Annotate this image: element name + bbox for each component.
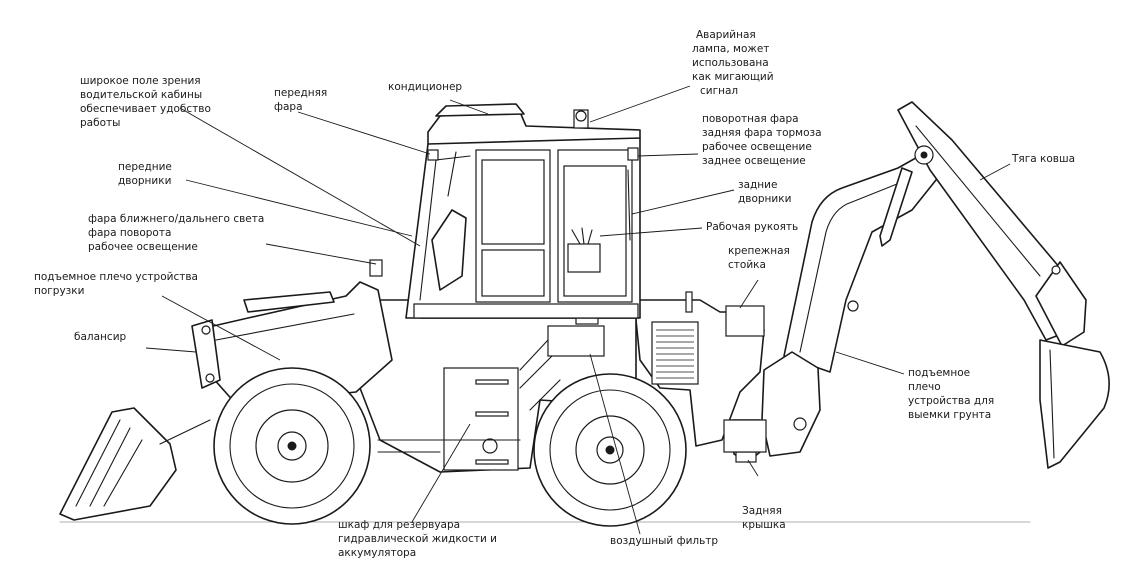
label-air-filter: воздушный фильтр <box>610 535 718 547</box>
label-excavator-arm: подъемное плечо устройства для выемки гр… <box>908 367 998 421</box>
leader-bucket-rod <box>979 163 1011 181</box>
cabin <box>369 103 641 319</box>
door-window-lower <box>481 249 545 297</box>
bucket-link-rod <box>159 419 211 445</box>
boom-inner-line <box>799 181 903 353</box>
loader-arm-inner <box>215 313 355 341</box>
lift-cylinder <box>243 291 335 313</box>
balancer-link <box>191 319 221 389</box>
leader-wide-view <box>179 107 421 247</box>
backhoe-assembly <box>731 101 1110 469</box>
leader-balancer <box>145 347 197 353</box>
rear-lamp-housing <box>627 147 639 161</box>
rear-tire-inner <box>549 389 671 511</box>
label-front-lamp: передняя фара <box>274 87 331 113</box>
leader-front-lamp <box>297 111 431 155</box>
leader-mount-post <box>739 279 759 309</box>
label-balancer: балансир <box>74 331 127 343</box>
front-bucket <box>59 407 177 521</box>
hydraulic-cabinet <box>443 367 519 471</box>
leader-lines <box>145 85 1011 535</box>
swing-pin <box>793 417 807 431</box>
radiator-block <box>651 321 699 385</box>
label-hydraulic-cabinet: шкаф для резервуара гидравлической жидко… <box>338 519 500 559</box>
work-joystick <box>571 227 593 245</box>
leader-emergency <box>589 85 691 123</box>
front-axle <box>287 441 297 451</box>
label-rear-lights: поворотная фара задняя фара тормоза рабо… <box>702 113 825 167</box>
boom-cylinder <box>879 167 913 247</box>
label-rear-wipers: задние дворники <box>738 179 791 205</box>
cabin-roof <box>427 111 641 145</box>
callout-labels: широкое поле зрения водительской кабины … <box>34 29 1075 559</box>
label-mount-post: крепежная стойка <box>728 245 793 271</box>
stabilizer-foot <box>735 451 757 463</box>
leader-front-wipers <box>185 179 413 237</box>
front-tire-inner <box>229 383 355 509</box>
front-lamp-housing <box>427 149 439 161</box>
leader-rear-wipers <box>631 189 735 215</box>
chassis <box>349 299 637 473</box>
backhoe-boom <box>783 149 949 373</box>
balancer-pin-bottom <box>205 373 215 383</box>
leader-excavator-arm <box>835 351 905 375</box>
cabin-floor <box>413 303 639 319</box>
rear-wiper <box>627 169 631 241</box>
door-window-upper <box>481 159 545 245</box>
label-rear-cover: Задняя крышка <box>742 505 786 531</box>
label-joystick: Рабочая рукоять <box>706 221 798 233</box>
headlight-housing <box>369 259 383 277</box>
bucket-ribs <box>75 419 143 507</box>
leader-air-filter <box>589 353 641 535</box>
leader-ac <box>449 99 489 115</box>
label-wide-view: широкое поле зрения водительской кабины … <box>80 75 214 129</box>
leader-hydraulic-cabinet <box>411 423 471 523</box>
cabinet-fill-cap <box>482 438 498 454</box>
label-ac: кондиционер <box>388 81 462 93</box>
swing-frame <box>761 351 821 457</box>
leader-loader-arm <box>161 295 281 361</box>
front-wiper <box>447 151 457 197</box>
backhoe-bucket <box>1039 339 1110 469</box>
boom-pin <box>847 300 859 312</box>
cabinet-handle-top <box>475 379 509 385</box>
rear-wheel <box>533 373 687 527</box>
cabinet-handle-bottom <box>475 459 509 465</box>
radiator-grille <box>656 329 694 379</box>
label-loader-arm: подъемное плечо устройства погрузки <box>34 271 201 297</box>
bucket-inner-line <box>1049 349 1055 459</box>
joystick-console <box>567 243 601 273</box>
operator-seat <box>431 209 467 291</box>
step-rods <box>519 339 561 411</box>
exhaust-pipe <box>685 291 693 313</box>
leader-rear-lights <box>637 153 699 157</box>
leader-headlights <box>265 243 377 265</box>
mount-post-bracket <box>725 305 765 337</box>
rear-axle <box>605 445 615 455</box>
dipper-pivot-center <box>920 151 928 159</box>
ac-unit <box>435 103 525 117</box>
air-filter-box <box>547 325 605 357</box>
label-bucket-rod: Тяга ковша <box>1011 153 1075 165</box>
leader-rear-cover <box>747 459 759 477</box>
balancer-pin-top <box>201 325 211 335</box>
label-headlights: фара ближнего/дальнего света фара поворо… <box>88 213 268 253</box>
cabinet-handle-mid <box>475 411 509 417</box>
linkage-pin <box>1051 265 1061 275</box>
loader-assembly <box>59 281 393 521</box>
beacon-lamp <box>575 110 587 122</box>
front-wheel <box>213 367 371 525</box>
rear-window <box>563 165 627 297</box>
label-emergency-lamp: Аварийная лампа, может использована как … <box>692 29 777 97</box>
label-front-wipers: передние дворники <box>118 161 175 187</box>
chassis-rails <box>377 439 521 453</box>
machine-drawing <box>59 101 1110 527</box>
dipper-inner-line <box>915 125 1041 277</box>
rear-cover-plate <box>723 419 767 453</box>
leader-joystick <box>599 227 703 237</box>
rear-body <box>633 291 767 453</box>
